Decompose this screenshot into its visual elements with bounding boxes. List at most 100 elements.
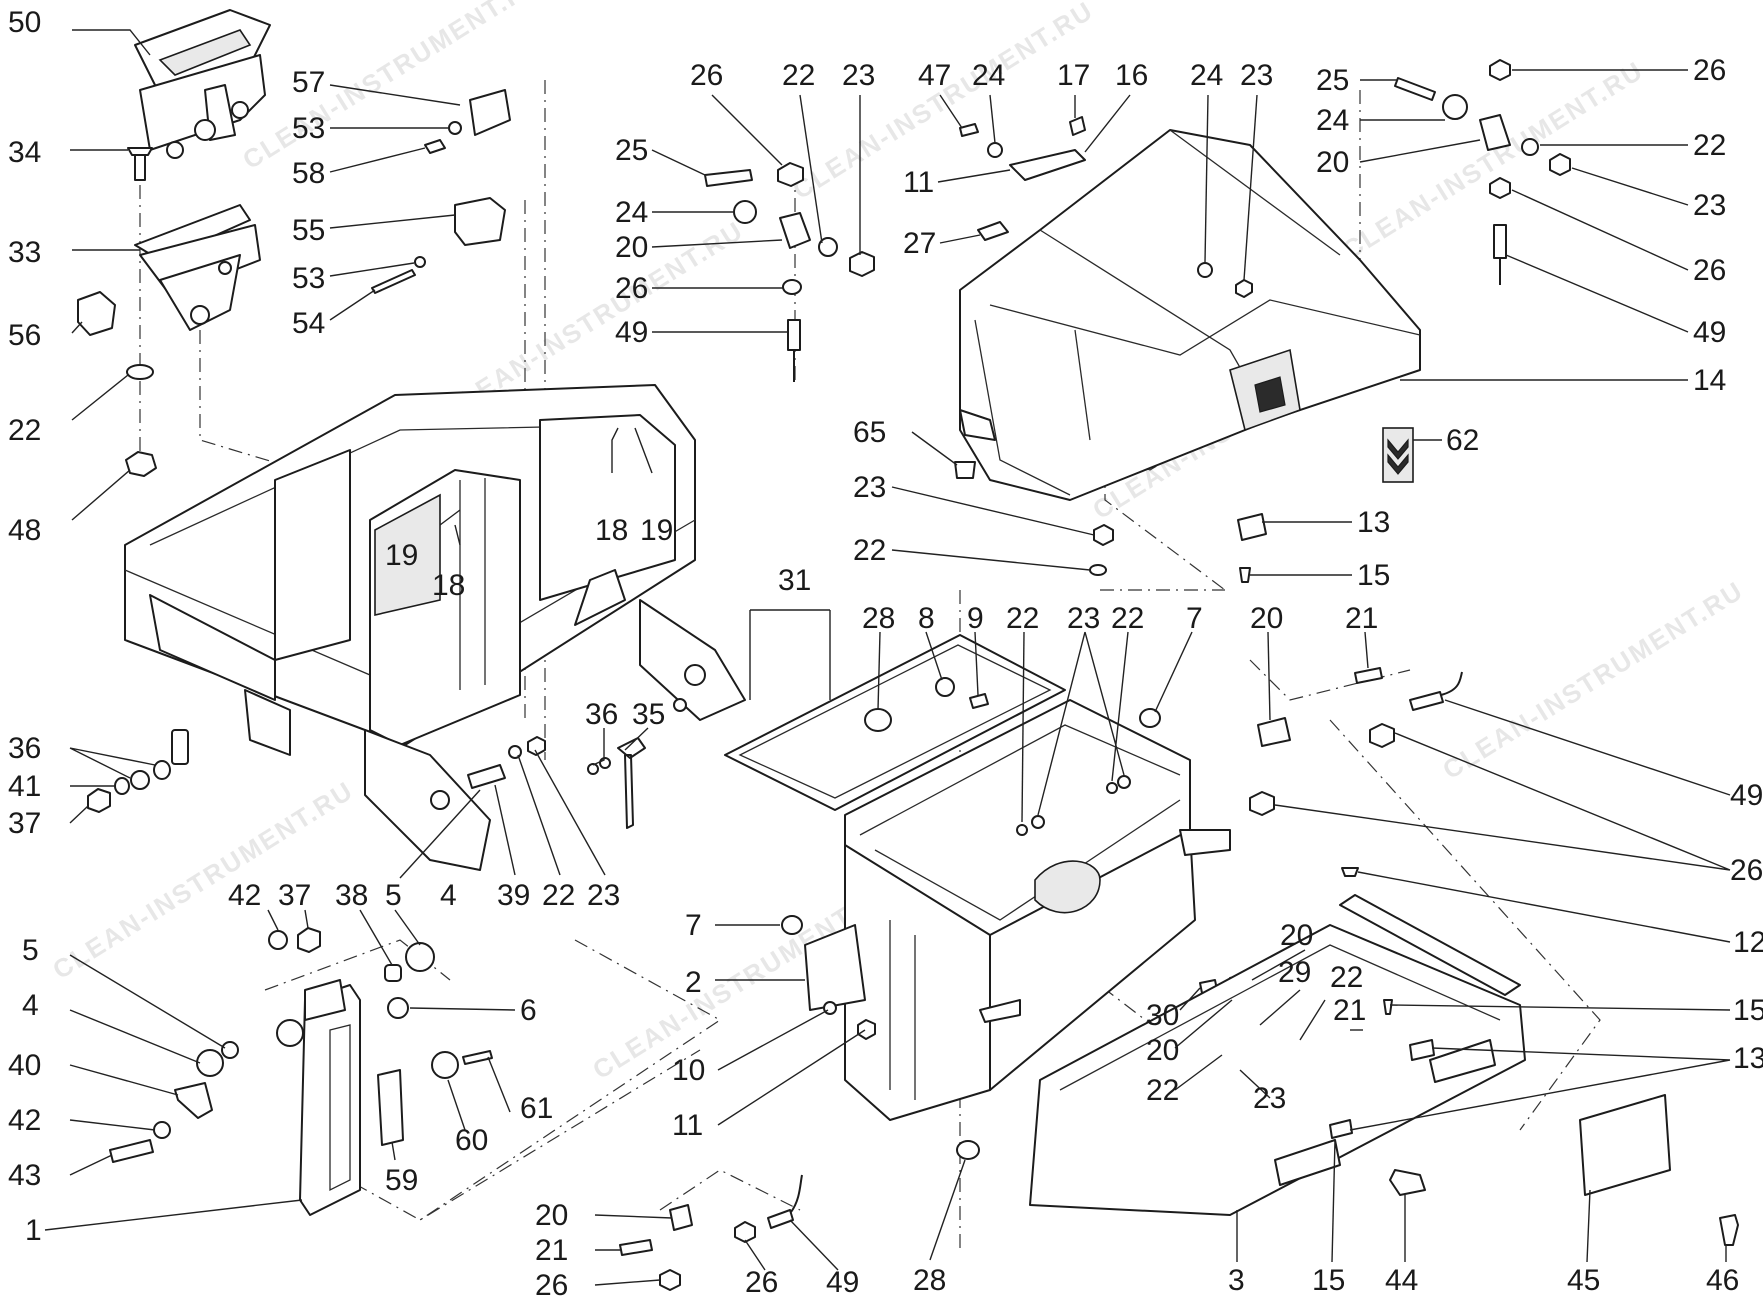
callout-22: 22 (1111, 602, 1144, 635)
callout-47: 47 (918, 59, 951, 92)
washer-24 (1442, 94, 1468, 120)
callout-54: 54 (292, 307, 325, 340)
hinge-16 (1009, 149, 1086, 181)
callout-36: 36 (8, 732, 41, 765)
callout-60: 60 (455, 1124, 488, 1157)
screw-15 (1239, 567, 1251, 583)
callout-31: 31 (778, 564, 811, 597)
washer-22 (1521, 138, 1539, 156)
callout-48: 48 (8, 514, 41, 547)
callout-26: 26 (1693, 254, 1726, 287)
callout-21: 21 (535, 1234, 568, 1267)
washer-24 (733, 200, 757, 224)
callout-49: 49 (826, 1266, 859, 1299)
latch-40 (174, 1082, 213, 1119)
nut-37 (297, 927, 321, 953)
screw-46 (1719, 1214, 1739, 1246)
callout-4: 4 (22, 989, 39, 1022)
screw-9 (969, 693, 989, 709)
callout-27: 27 (903, 227, 936, 260)
callout-26: 26 (745, 1266, 778, 1299)
screw-12 (1341, 867, 1359, 877)
callout-20: 20 (615, 231, 648, 264)
nut-37 (87, 788, 111, 813)
nut-26 (1369, 723, 1395, 748)
callout-21: 21 (1345, 602, 1378, 635)
plate-44 (1389, 1169, 1426, 1196)
callout-19: 19 (640, 514, 673, 547)
callout-57: 57 (292, 66, 325, 99)
bracket-20 (1257, 717, 1291, 747)
callout-50: 50 (8, 6, 41, 39)
callout-23: 23 (1253, 1082, 1286, 1115)
callout-36: 36 (585, 698, 618, 731)
washer-36 (153, 760, 171, 780)
callout-26: 26 (1693, 54, 1726, 87)
callout-43: 43 (8, 1159, 41, 1192)
lid-31 (724, 634, 1066, 811)
callout-22: 22 (1146, 1074, 1179, 1107)
callout-35: 35 (632, 698, 665, 731)
callout-42: 42 (228, 879, 261, 912)
callout-61: 61 (520, 1092, 553, 1125)
washer-60 (431, 1051, 459, 1079)
callout-18: 18 (595, 514, 628, 547)
switch-55 (454, 197, 506, 246)
nut-26 (1489, 177, 1511, 199)
callout-44: 44 (1385, 1264, 1418, 1297)
callout-11: 11 (903, 166, 934, 199)
callout-42: 42 (8, 1104, 41, 1137)
callout-21: 21 (1333, 994, 1366, 1027)
callout-24: 24 (1316, 104, 1349, 137)
callout-28: 28 (862, 602, 895, 635)
callout-22: 22 (1006, 602, 1039, 635)
hinge-bracket-1 (276, 979, 361, 1216)
callout-34: 34 (8, 136, 41, 169)
callout-40: 40 (8, 1049, 41, 1082)
nut-23 (1549, 153, 1571, 176)
callout-26: 26 (615, 272, 648, 305)
screw-54 (371, 269, 416, 294)
callout-labels: 50 57 53 34 58 55 33 53 54 56 22 48 26 2… (8, 6, 1763, 1302)
washer-36 (599, 757, 611, 769)
bracket-20 (1479, 114, 1511, 151)
nut-48 (125, 451, 157, 477)
bumper-7 (1139, 708, 1161, 728)
callout-15: 15 (1312, 1264, 1345, 1297)
bumper-65 (954, 461, 976, 479)
callout-26: 26 (535, 1269, 568, 1302)
washer-53 (414, 256, 426, 268)
washer-22 (508, 745, 522, 759)
nut-23 (1093, 524, 1114, 546)
sensor-49 (767, 1174, 803, 1229)
callout-26: 26 (690, 59, 723, 92)
callout-38: 38 (335, 879, 368, 912)
nut-23 (1117, 775, 1131, 789)
callout-22: 22 (782, 59, 815, 92)
callout-24: 24 (972, 59, 1005, 92)
callout-49: 49 (1730, 779, 1763, 812)
callout-22: 22 (1330, 961, 1363, 994)
main-frame (124, 384, 746, 871)
callout-28: 28 (913, 1264, 946, 1297)
nut-23 (1235, 279, 1253, 298)
callout-5: 5 (385, 879, 402, 912)
callout-2: 2 (685, 966, 702, 999)
callout-26: 26 (1730, 854, 1763, 887)
callout-39: 39 (497, 879, 530, 912)
callout-7: 7 (1186, 602, 1203, 635)
callout-23: 23 (1240, 59, 1273, 92)
washer-8 (935, 677, 955, 697)
nut-23 (527, 736, 546, 756)
callout-19: 19 (385, 539, 418, 572)
callout-11: 11 (672, 1109, 703, 1142)
hood-cover-14 (959, 129, 1421, 501)
lid-31-inner (738, 644, 1052, 799)
callout-25: 25 (1316, 64, 1349, 97)
callout-41: 41 (8, 770, 41, 803)
bushing-5 (221, 1041, 239, 1059)
callout-20: 20 (535, 1199, 568, 1232)
callout-25: 25 (615, 134, 648, 167)
roller-4 (196, 1049, 224, 1077)
callout-62: 62 (1446, 424, 1479, 457)
